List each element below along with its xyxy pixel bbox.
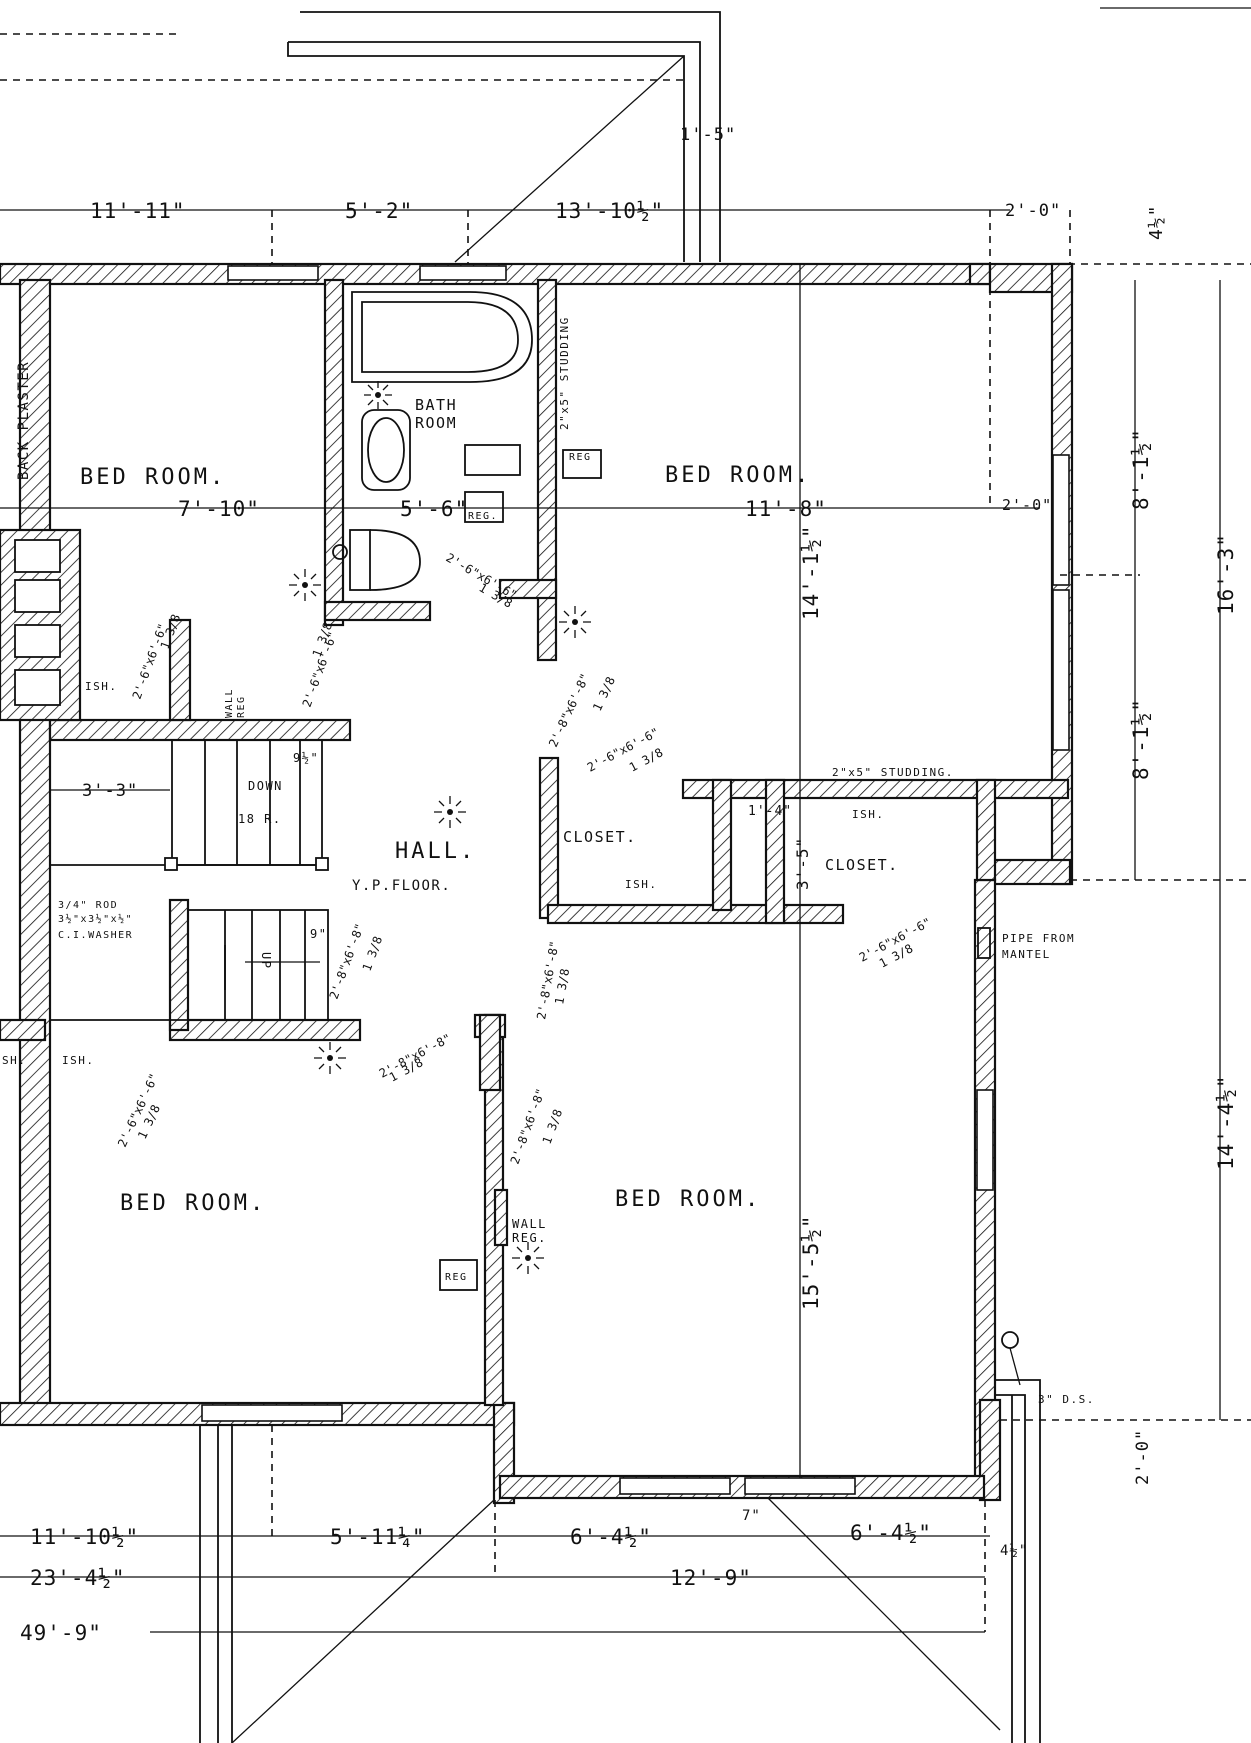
dim-top-5: 1'-5" [680,125,736,145]
ish-note-6: SH. [2,1054,26,1067]
light-fixture-icon [314,1042,346,1074]
dim-right-1: 8'-1½" [1129,428,1153,510]
ish-note-1: ISH. [85,680,118,693]
stair-tread-note-2: 9" [310,927,327,941]
reg-note-1: REG [569,452,592,463]
dim-mid-4: 2'-0" [1002,496,1052,514]
room-label-closet-2: CLOSET. [825,856,899,874]
room-labels: BED ROOM. BED ROOM. BED ROOM. BED ROOM. … [80,396,899,1216]
dim-closet-height: 3'-5" [793,837,812,890]
dim-bottom-6: 7" [742,1508,761,1524]
stair-up-note: UP [259,952,273,969]
studding-note-1: 2"x5" STUDDING [558,316,571,430]
light-fixture-icon [434,796,466,828]
studding-note-2: 2"x5" STUDDING. [832,766,954,779]
room-label-closet-1: CLOSET. [563,828,637,846]
dim-mid-1: 7'-10" [178,497,260,521]
chimney [0,528,82,722]
room-label-bed-sw: BED ROOM. [120,1191,266,1216]
dim-mid-2: 5'-6" [400,497,468,521]
plan-notes: BACK PLASTER 2"x5" STUDDING 2"x5" STUDDI… [2,316,1095,1406]
ish-note-2: ISH. [625,878,658,891]
door-note-11a: 2'-8"x6'-8" [508,1087,548,1166]
dim-bottom-4: 6'-4½" [850,1521,932,1545]
rod-note-3: C.I.WASHER [58,930,133,941]
wall-reg-note-4: REG. [512,1231,547,1245]
door-note-4a: 2'-8"x6'-8" [546,671,592,749]
dim-right-5: 2'-0" [1133,1429,1153,1485]
dim-vert-se: 15'-5½" [799,1214,823,1310]
wall-reg-note-1: WALL [224,688,235,718]
hall-floor-note: Y.P.FLOOR. [352,878,451,894]
door-note-8b: 1 3/8 [360,934,386,973]
room-label-bed-nw: BED ROOM. [80,465,226,490]
light-fixture-icon [289,569,321,601]
dimension-labels: 11'-11" 5'-2" 13'-10½" 2'-0" 1'-5" 4½" 7… [20,125,1238,1645]
dim-total-3: 49'-9" [20,1621,102,1645]
reg-note-2: REG. [468,511,498,522]
dim-top-3: 13'-10½" [555,199,664,223]
dim-right-3: 16'-3" [1214,533,1238,615]
upper-porch-outline [0,7,1251,263]
dim-total-1: 23'-4½" [30,1566,126,1590]
stairs [50,739,329,1021]
dim-top-4: 2'-0" [1005,201,1061,221]
rod-note-2: 3½"x3½"x½" [58,913,133,925]
dim-vert-ne: 14'-1½" [799,524,823,620]
door-note-8a: 2'-8"x6'-8" [327,922,367,1001]
dim-top-2: 5'-2" [345,199,413,223]
door-note-4b: 1 3/8 [590,675,618,714]
back-plaster-note: BACK PLASTER [16,361,32,480]
dim-right-2: 8'-1½" [1129,698,1153,780]
registers [439,927,991,1291]
dim-stair-width: 3'-3" [82,781,138,801]
door-note-6b: 1 3/8 [552,968,572,1006]
rod-note-1: 3/4" ROD [58,900,118,911]
dim-bottom-2: 5'-11¼" [330,1525,426,1549]
dim-top-6: 4½" [1146,204,1167,240]
reg-note-3: REG [445,1272,468,1283]
stair-risers-note: 18 R. [238,812,282,826]
ish-note-3: ISH. [852,808,885,821]
dim-bottom-3: 6'-4½" [570,1525,652,1549]
light-fixture-icon [364,381,392,409]
dimension-lines [0,209,1251,1633]
windows [201,265,1070,1495]
dim-bottom-5: 4½" [1000,1543,1028,1559]
dim-total-2: 12'-9" [670,1566,752,1590]
room-label-hall: HALL. [395,839,476,864]
dim-right-4: 14'-4½" [1214,1074,1238,1170]
dim-closet-width: 1'-4" [748,804,792,819]
wall-reg-note-3: WALL [512,1217,547,1231]
pipe-note-1: PIPE FROM [1002,932,1075,945]
ish-note-4: ISH. [62,1054,95,1067]
exterior-walls [0,262,1074,1505]
ish-note-5: ISH. [752,814,760,816]
light-fixtures [289,381,591,1274]
bath-fixtures [332,291,602,591]
interior-walls [0,278,1070,1407]
pipe-note-2: MANTEL [1002,948,1051,961]
stair-down-note: DOWN [248,779,283,793]
dim-bottom-1: 11'-10½" [30,1525,139,1549]
room-label-bed-se: BED ROOM. [615,1187,761,1212]
wall-reg-note-2: REG [236,695,247,718]
light-fixture-icon [559,606,591,638]
door-note-11b: 1 3/8 [540,1107,566,1146]
room-label-bath-room: ROOM [415,414,457,432]
room-label-bath: BATH [415,396,457,414]
dim-top-1: 11'-11" [90,199,186,223]
lower-porch-outline [199,1331,1041,1743]
light-fixture-icon [512,1242,544,1274]
room-label-bed-ne: BED ROOM. [665,463,811,488]
dim-mid-3: 11'-8" [745,497,827,521]
stair-tread-note-1: 9½" [293,751,319,765]
downspout-note: 3" D.S. [1038,1393,1095,1406]
